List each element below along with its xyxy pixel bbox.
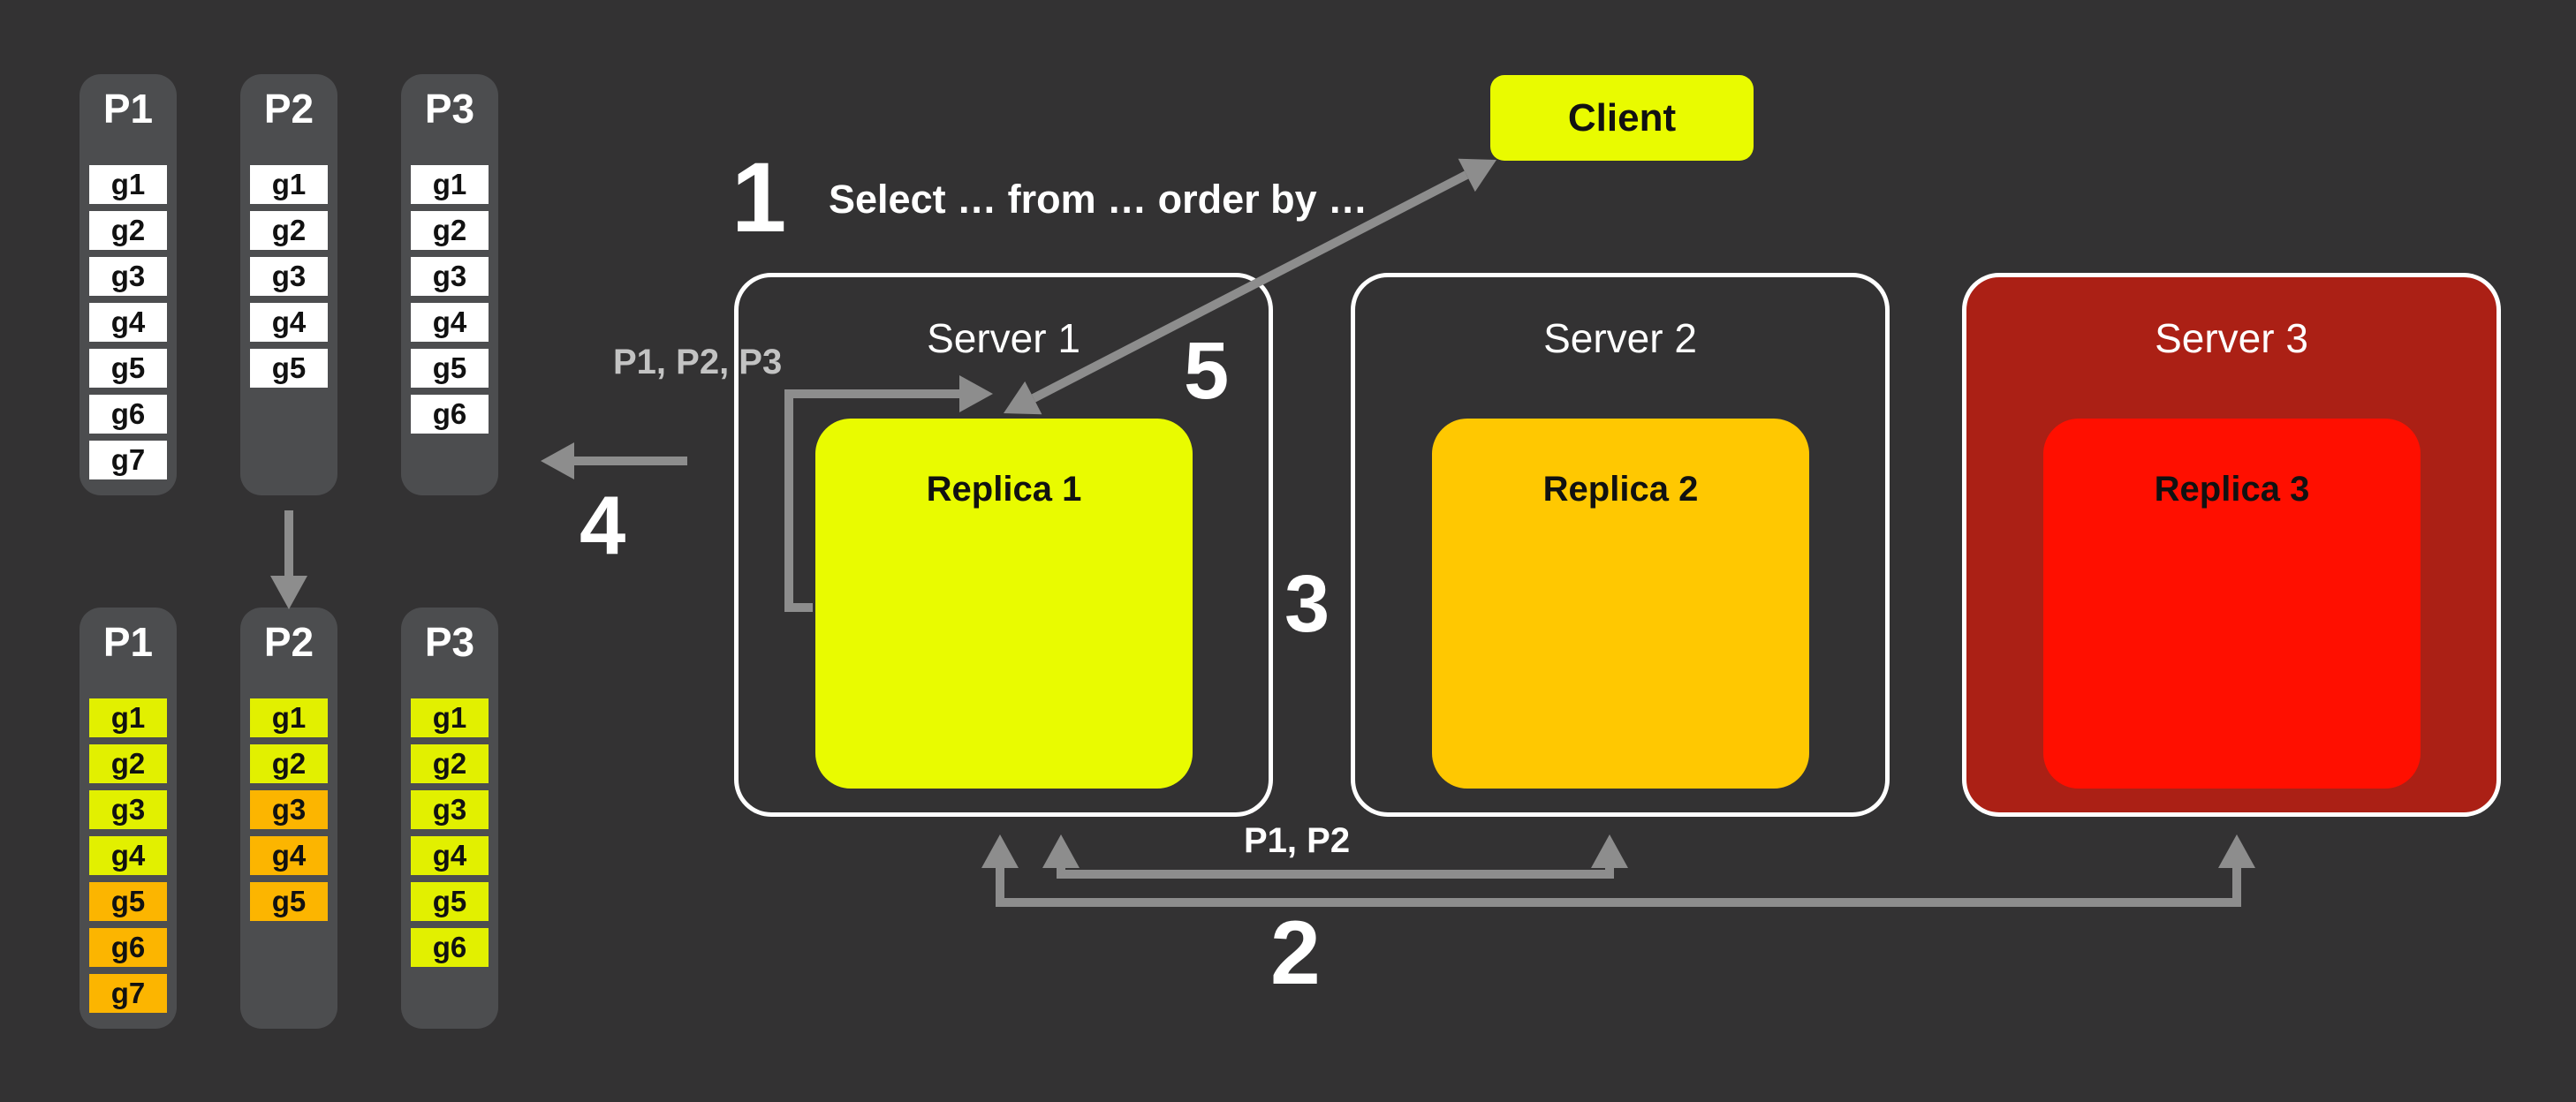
merge-partitions-label: P1, P2	[1244, 821, 1351, 860]
partition-cell: g5	[89, 881, 167, 921]
partition-column-title: P3	[424, 86, 475, 132]
partition-cell: g1	[89, 164, 167, 204]
partition-cell: g5	[250, 348, 328, 388]
partition-cell: g5	[411, 348, 489, 388]
partition-cell: g3	[250, 256, 328, 296]
step-1-number: 1	[731, 142, 787, 253]
replica-1-box: Replica 1	[815, 419, 1193, 789]
partition-column-p1: P1 g1 g2 g3 g4 g5 g6 g7	[80, 74, 177, 495]
partition-group-sorted: P1 g1 g2 g3 g4 g5 g6 g7 P2 g1 g2 g3 g4 g5 P3 g1 g2 g3 g4 g5…	[80, 608, 498, 1029]
partition-cell: g2	[411, 743, 489, 783]
partition-cell: g6	[89, 394, 167, 434]
partition-group-unsorted: P1 g1 g2 g3 g4 g5 g6 g7 P2 g1 g2 g3 g4 g5 P3 g1 g2 g3 g4 g5…	[80, 74, 498, 495]
partition-cell: g4	[250, 302, 328, 342]
arrow-step4-left	[541, 442, 687, 479]
fanout-partitions-label: P1, P2, P3	[613, 343, 783, 381]
step-3-number: 3	[1284, 559, 1330, 649]
partition-cell: g3	[411, 789, 489, 829]
partition-cell: g1	[411, 698, 489, 737]
partition-cell: g6	[411, 927, 489, 967]
partition-column-title: P1	[102, 86, 154, 132]
server-3-box: Server 3 Replica 3	[1962, 273, 2501, 817]
partition-column-p3: P3 g1 g2 g3 g4 g5 g6	[401, 74, 498, 495]
partition-column-title: P2	[263, 619, 314, 665]
partition-cell: g2	[411, 210, 489, 250]
partition-cell: g5	[89, 348, 167, 388]
partition-cell: g2	[89, 743, 167, 783]
replica-1-label: Replica 1	[926, 470, 1082, 509]
partition-cell: g7	[89, 973, 167, 1013]
partition-cell: g3	[411, 256, 489, 296]
partition-cell: g2	[250, 743, 328, 783]
partition-column-p3: P3 g1 g2 g3 g4 g5 g6	[401, 608, 498, 1029]
partition-column-p1: P1 g1 g2 g3 g4 g5 g6 g7	[80, 608, 177, 1029]
partition-column-title: P3	[424, 619, 475, 665]
partition-cell: g1	[411, 164, 489, 204]
partition-cell: g4	[411, 835, 489, 875]
replica-2-box: Replica 2	[1432, 419, 1809, 789]
replica-2-label: Replica 2	[1542, 470, 1699, 509]
partition-cell: g2	[250, 210, 328, 250]
replica-3-label: Replica 3	[2154, 470, 2310, 509]
partition-cell: g7	[89, 440, 167, 479]
partition-column-p2: P2 g1 g2 g3 g4 g5	[240, 608, 337, 1029]
partition-cell: g6	[89, 927, 167, 967]
partition-cell: g4	[250, 835, 328, 875]
partition-cell: g6	[411, 394, 489, 434]
partition-cell: g2	[89, 210, 167, 250]
partition-cell: g4	[411, 302, 489, 342]
partition-cell: g1	[250, 698, 328, 737]
server-3-title: Server 3	[2155, 315, 2308, 361]
partition-cell: g4	[89, 835, 167, 875]
partition-cell: g3	[250, 789, 328, 829]
partition-column-title: P1	[102, 619, 154, 665]
partition-column-p2: P2 g1 g2 g3 g4 g5	[240, 74, 337, 495]
step-5-number: 5	[1184, 326, 1230, 416]
arrow-step2-server1-server3	[981, 834, 2255, 907]
partition-cell: g5	[250, 881, 328, 921]
partition-cell: g5	[411, 881, 489, 921]
step-2-number: 2	[1270, 902, 1321, 1003]
server-2-title: Server 2	[1543, 315, 1697, 361]
server-2-box: Server 2 Replica 2	[1351, 273, 1890, 817]
partition-cell: g1	[250, 164, 328, 204]
partition-column-title: P2	[263, 86, 314, 132]
arrow-partition-resort	[270, 510, 307, 609]
client-box: Client	[1490, 75, 1754, 161]
step-4-number: 4	[580, 479, 626, 571]
step-1-query-label: Select … from … order by …	[829, 177, 1368, 222]
partition-cell: g1	[89, 698, 167, 737]
replica-3-box: Replica 3	[2043, 419, 2421, 789]
partition-cell: g4	[89, 302, 167, 342]
partition-cell: g3	[89, 256, 167, 296]
partition-cell: g3	[89, 789, 167, 829]
